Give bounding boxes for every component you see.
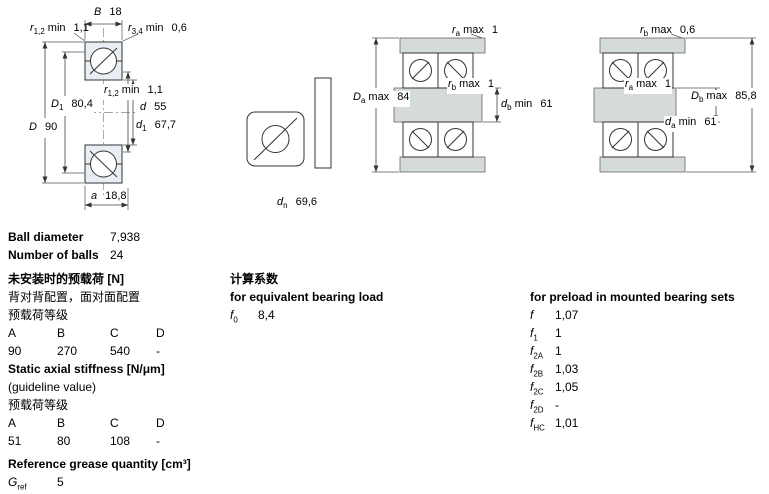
housing-top [399,37,486,54]
factor-fhc-value: 1,01 [555,416,579,430]
preload-value-a: 90 [8,344,22,358]
grease-symbol: Gref [8,475,27,492]
preload-class-label: 预载荷等级 [8,308,69,322]
factor-f0-value: 8,4 [258,308,275,322]
front-view-drawing [42,20,139,210]
preload-factors-title: for preload in mounted bearing sets [530,290,735,304]
stiffness-header-b: B [57,416,66,430]
preload-header-d: D [156,326,165,340]
factor-f2a-value: 1 [555,344,562,358]
factor-f1-symbol: f1 [530,326,538,343]
preload-unmounted-subtitle: 背对背配置，面对面配置 [8,290,141,304]
factor-f-symbol: f [530,308,534,322]
stiffness-value-a: 51 [8,434,22,448]
pictogram-drawing [246,77,332,169]
ball-diameter-label: Ball diameter [8,230,84,244]
stiffness-value-c: 108 [110,434,131,448]
adjacent-ring [314,77,332,169]
stiffness-title: Static axial stiffness [N/μm] [8,362,165,376]
factor-f0-symbol: f0 [230,308,238,325]
factor-f2d-symbol: f2D [530,398,544,415]
factor-f-value: 1,07 [555,308,579,322]
preload-value-d: - [156,344,160,358]
grease-title: Reference grease quantity [cm³] [8,457,191,471]
factor-f2b-symbol: f2B [530,362,544,379]
housing-bottom [599,156,686,173]
factor-f2a-symbol: f2A [530,344,544,361]
stiffness-value-d: - [156,434,160,448]
ball-diameter-value: 7,938 [110,230,141,244]
preload-value-b: 270 [57,344,78,358]
stiffness-value-b: 80 [57,434,71,448]
number-of-balls-label: Number of balls [8,248,99,262]
mount-drawing-face-to-face [593,33,756,173]
stiffness-header-d: D [156,416,165,430]
preload-header-b: B [57,326,66,340]
preload-value-c: 540 [110,344,131,358]
housing-top [599,37,686,54]
factor-f2c-value: 1,05 [555,380,579,394]
factor-f2d-value: - [555,398,559,412]
stiffness-header-c: C [110,416,119,430]
calc-factors-title: 计算系数 [230,272,279,286]
grease-value: 5 [57,475,64,489]
preload-unmounted-title: 未安装时的预载荷 [N] [8,272,124,286]
factor-fhc-symbol: fHC [530,416,545,433]
number-of-balls-value: 24 [110,248,124,262]
stiffness-class-label: 预载荷等级 [8,398,69,412]
factor-f2b-value: 1,03 [555,362,579,376]
housing-bottom [399,156,486,173]
preload-header-c: C [110,326,119,340]
factor-f2c-symbol: f2C [530,380,544,397]
calc-factors-subtitle: for equivalent bearing load [230,290,384,304]
stiffness-header-a: A [8,416,17,430]
preload-header-a: A [8,326,17,340]
factor-f1-value: 1 [555,326,562,340]
stiffness-subtitle: (guideline value) [8,380,97,394]
